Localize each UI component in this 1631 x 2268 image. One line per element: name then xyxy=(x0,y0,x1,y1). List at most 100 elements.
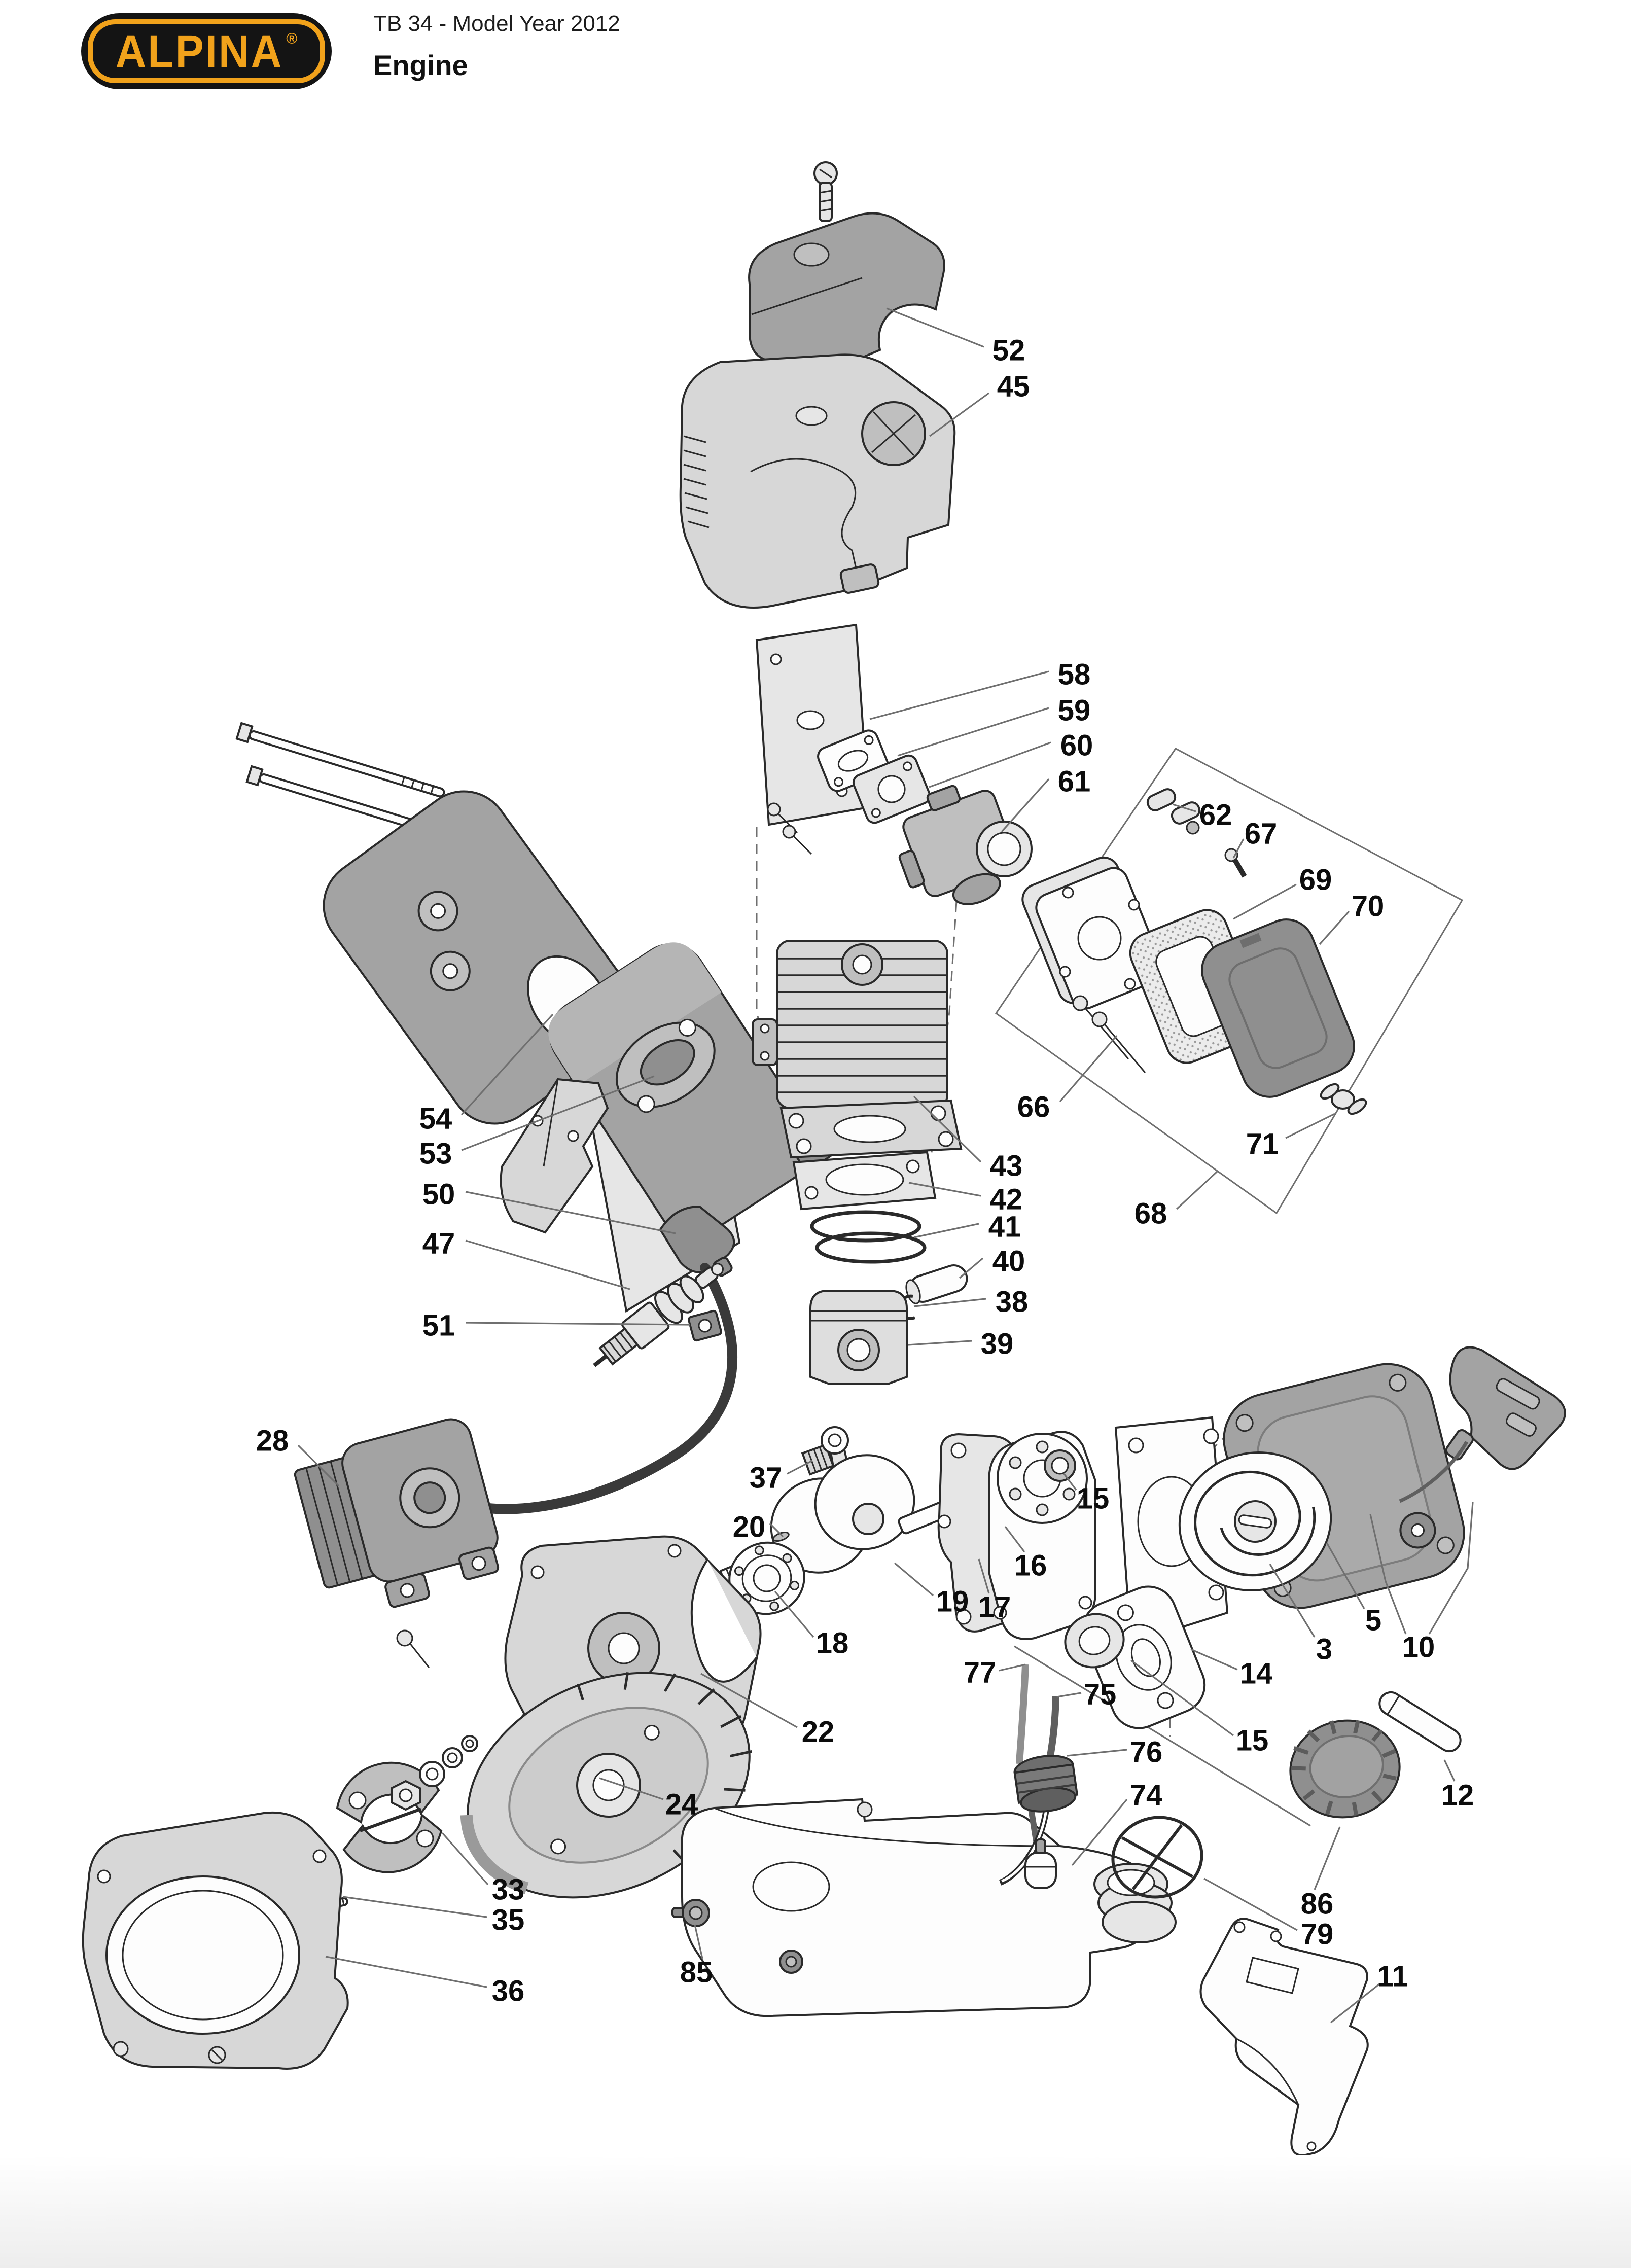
cover-screw xyxy=(813,161,838,222)
leader-line-24 xyxy=(599,1777,664,1800)
callout-42-19: 42 xyxy=(990,1183,1023,1216)
leader-line-71 xyxy=(1285,1113,1335,1139)
callout-36-36: 36 xyxy=(492,1975,525,2008)
part-crankshaft-19 xyxy=(718,1426,948,1589)
part-fuel-filter-74 xyxy=(1024,1838,1057,1889)
part-bracket-11 xyxy=(1199,1918,1369,2157)
leader-line-47 xyxy=(465,1239,630,1290)
callout-68-17: 68 xyxy=(1134,1197,1167,1230)
coil-screw xyxy=(396,1629,430,1668)
leader-line-15 xyxy=(1130,1659,1234,1737)
leader-line-11 xyxy=(1330,1983,1380,2024)
callout-16-30: 16 xyxy=(1014,1549,1047,1582)
leader-line-22 xyxy=(700,1673,798,1728)
leader-line-50 xyxy=(465,1191,676,1234)
leader-line-45 xyxy=(929,392,989,437)
part-fuel-tank xyxy=(681,1798,1177,2017)
part-piston-39 xyxy=(809,1290,908,1385)
page-title: Engine xyxy=(373,49,468,81)
part-spacer-60 xyxy=(852,754,931,824)
leader-line-35 xyxy=(342,1896,487,1918)
callout-39-23: 39 xyxy=(981,1328,1014,1361)
part-cylinder-43 xyxy=(752,940,963,1159)
callout-38-22: 38 xyxy=(996,1286,1029,1319)
part-starter-handle xyxy=(1445,1346,1566,1470)
leader-line-67 xyxy=(1232,838,1245,859)
leader-line-37 xyxy=(787,1460,813,1475)
leader-line-42 xyxy=(908,1182,981,1197)
leader-line-3 xyxy=(1269,1564,1316,1638)
part-clutch-33 xyxy=(336,1761,443,1873)
leader-line-18 xyxy=(774,1590,814,1638)
registered-trademark-icon: ® xyxy=(286,30,298,47)
part-filter-cover-70 xyxy=(1201,918,1355,1098)
callout-74-50: 74 xyxy=(1130,1779,1163,1812)
callout-54-10: 54 xyxy=(419,1103,452,1136)
part-cap-gasket-79 xyxy=(1111,1816,1203,1899)
leader-line-74 xyxy=(1071,1798,1128,1866)
callout-3-42: 3 xyxy=(1316,1633,1332,1666)
leader-line-69 xyxy=(1233,883,1297,920)
leader-line-53 xyxy=(461,1075,655,1151)
part-heat-shield-53 xyxy=(500,1078,609,1234)
leader-line-12 xyxy=(1443,1759,1456,1782)
leader-line-10 xyxy=(1428,1502,1474,1635)
leader-line-51 xyxy=(465,1322,690,1326)
model-line: TB 34 - Model Year 2012 xyxy=(373,11,620,36)
leader-line-66 xyxy=(1059,1035,1118,1103)
callout-layer: 5245585960616267697054535047516671684342… xyxy=(256,307,1474,2024)
callout-11-40: 11 xyxy=(1377,1960,1408,1993)
part-bearing-18 xyxy=(728,1541,805,1615)
fuel-line xyxy=(1014,1645,1311,1827)
callout-37-25: 37 xyxy=(750,1462,783,1495)
callout-12-41: 12 xyxy=(1441,1779,1474,1812)
airbox-screws xyxy=(1072,995,1146,1073)
callout-22-32: 22 xyxy=(802,1716,835,1749)
callout-71-16: 71 xyxy=(1246,1128,1279,1161)
callout-51-14: 51 xyxy=(422,1309,455,1342)
part-fuel-cap-86 xyxy=(1289,1719,1401,1819)
callout-52-0: 52 xyxy=(992,334,1025,367)
part-pickup-tube-12 xyxy=(1378,1691,1462,1753)
part-starter-pulley xyxy=(1178,1451,1332,1591)
part-airbox-plate-66 xyxy=(1021,856,1164,1073)
leader-line-40 xyxy=(959,1257,984,1279)
callout-61-5: 61 xyxy=(1058,765,1091,798)
starter-rope xyxy=(1399,1441,1469,1503)
part-nut-51 xyxy=(688,1309,722,1342)
callout-41-20: 41 xyxy=(988,1211,1021,1244)
callout-77-48: 77 xyxy=(964,1656,997,1689)
part-wrist-pin-40 xyxy=(905,1264,968,1304)
part-primer-62 xyxy=(1146,788,1201,835)
alpina-logo: ALPINA ® xyxy=(81,13,332,89)
leader-line-43 xyxy=(913,1095,982,1163)
callout-43-18: 43 xyxy=(990,1150,1023,1183)
part-flywheel-24 xyxy=(460,1672,752,1899)
part-tank-grommet-85 xyxy=(671,1899,803,1974)
callout-70-9: 70 xyxy=(1352,890,1385,923)
leader-line-58 xyxy=(869,670,1049,720)
callout-24-33: 24 xyxy=(665,1788,698,1821)
part-screw-67 xyxy=(1224,848,1247,878)
leader-line-36 xyxy=(325,1956,487,1988)
leader-line-5 xyxy=(1326,1542,1365,1609)
part-oil-seal-15 xyxy=(1044,1449,1076,1482)
part-carburetor-61 xyxy=(898,785,1033,905)
leader-line-14 xyxy=(1190,1648,1238,1671)
callout-79-39: 79 xyxy=(1301,1918,1334,1951)
leader-line-59 xyxy=(897,707,1049,757)
leader-line-77 xyxy=(999,1663,1026,1672)
callout-67-7: 67 xyxy=(1245,818,1278,851)
callout-66-15: 66 xyxy=(1017,1091,1050,1124)
callout-28-24: 28 xyxy=(256,1425,289,1458)
callout-50-12: 50 xyxy=(422,1178,455,1211)
leader-line-68 xyxy=(1176,1171,1218,1210)
ht-wire xyxy=(476,1263,737,1514)
leader-line-61 xyxy=(1001,778,1050,833)
part-grommet-76 xyxy=(1013,1755,1079,1813)
part-wing-nut-71 xyxy=(1320,1083,1367,1115)
leader-line-28 xyxy=(297,1444,340,1487)
part-fan-cover-36 xyxy=(82,1811,349,2070)
callout-45-1: 45 xyxy=(997,370,1030,403)
